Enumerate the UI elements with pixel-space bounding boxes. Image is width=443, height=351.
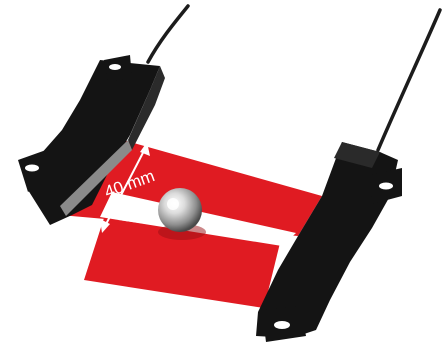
left-cable (148, 6, 188, 62)
right-cable (378, 10, 440, 150)
